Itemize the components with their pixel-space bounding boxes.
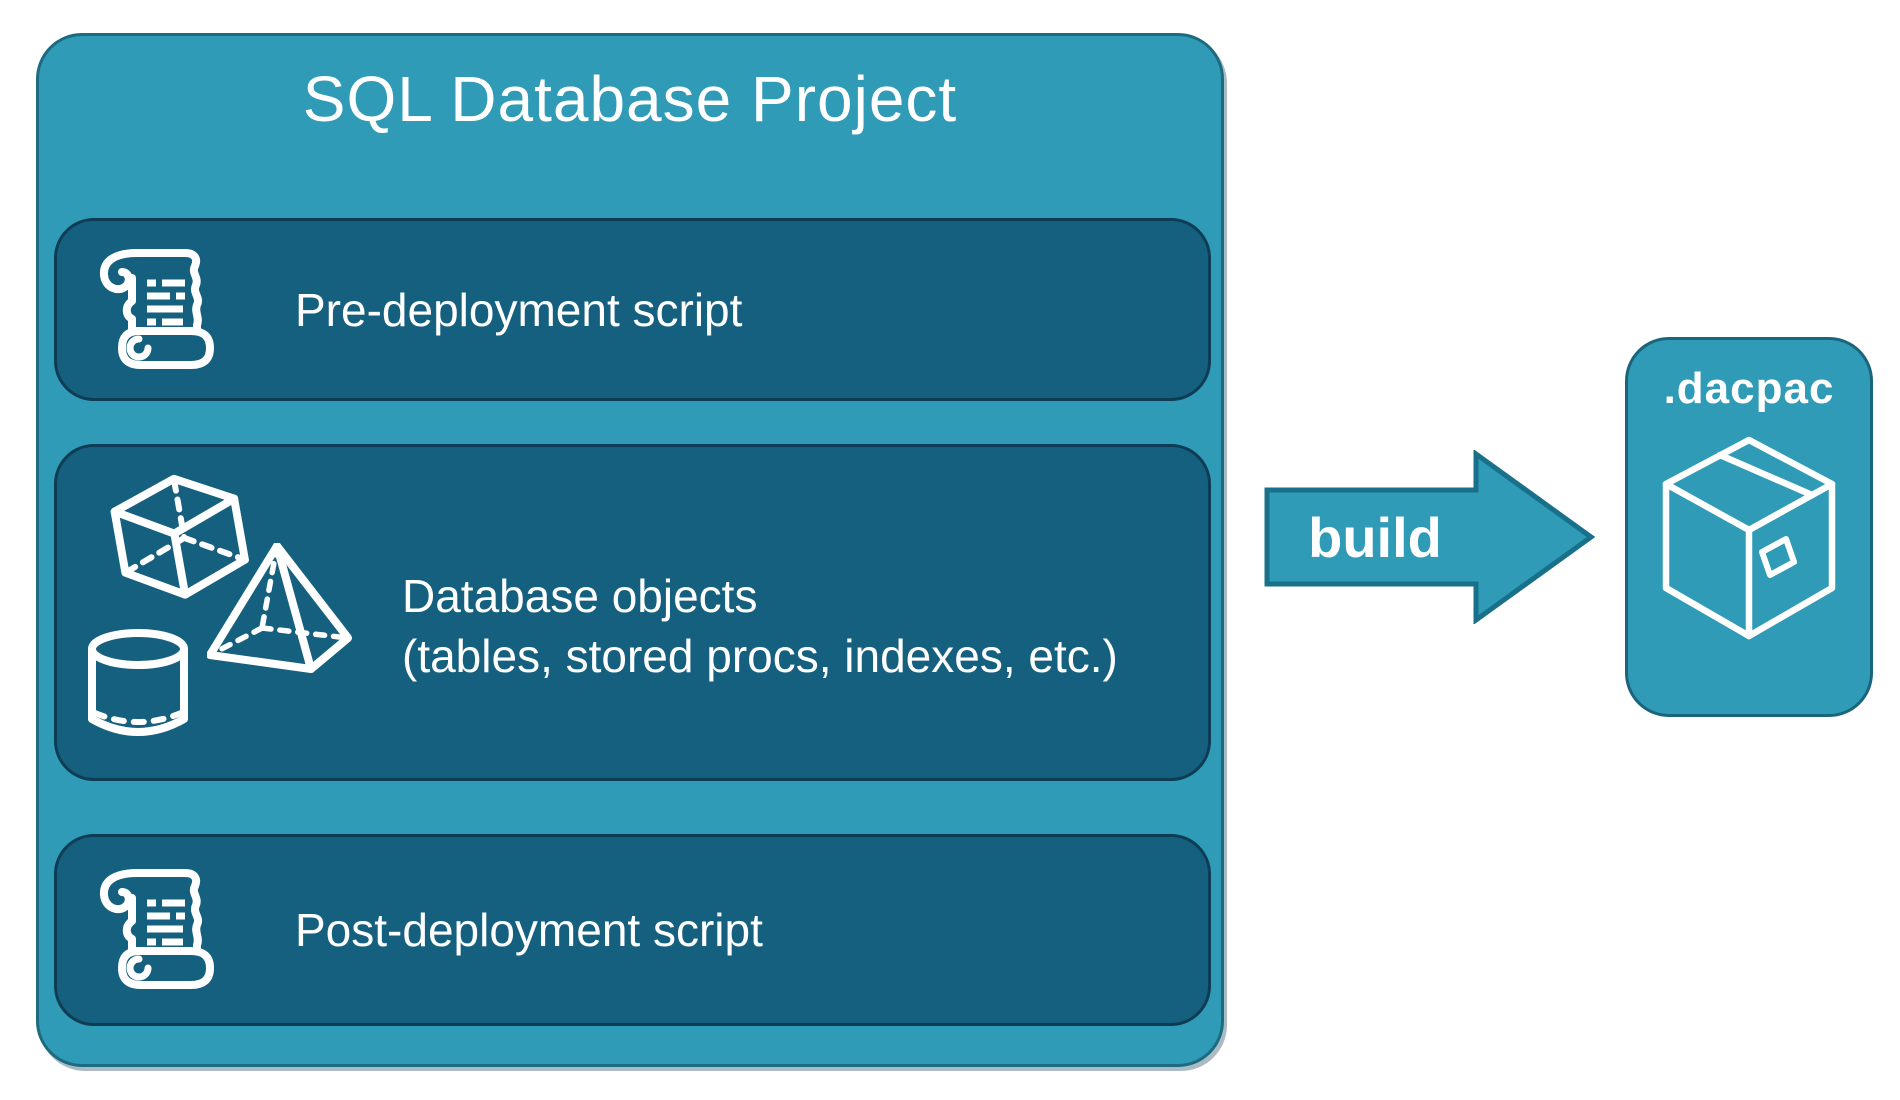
post-deployment-script-panel: Post-deployment script [54, 834, 1211, 1026]
database-objects-sublabel: (tables, stored procs, indexes, etc.) [402, 629, 1118, 682]
database-objects-panel: Database objects (tables, stored procs, … [54, 444, 1211, 781]
build-arrow: build [1264, 450, 1595, 624]
dacpac-label: .dacpac [1663, 364, 1835, 413]
pre-deployment-script-panel: Pre-deployment script [54, 218, 1211, 401]
build-arrow-shape [1264, 450, 1595, 624]
pyramid-icon [207, 543, 354, 675]
dacpac-box: .dacpac [1625, 337, 1873, 717]
post-deployment-script-label: Post-deployment script [295, 904, 763, 956]
database-objects-label: Database objects [402, 569, 758, 622]
diagram-title: SQL Database Project [302, 63, 958, 135]
scroll-icon [95, 245, 215, 375]
package-box-icon [1660, 436, 1838, 641]
sql-database-project-box: SQL Database Project Pre-deployment scri… [36, 33, 1224, 1067]
cube-icon [102, 464, 254, 609]
scroll-icon [95, 865, 215, 995]
cylinder-icon [85, 627, 191, 745]
pre-deployment-script-label: Pre-deployment script [295, 283, 743, 336]
database-objects-icons [57, 447, 397, 784]
build-label: build [1308, 506, 1442, 569]
